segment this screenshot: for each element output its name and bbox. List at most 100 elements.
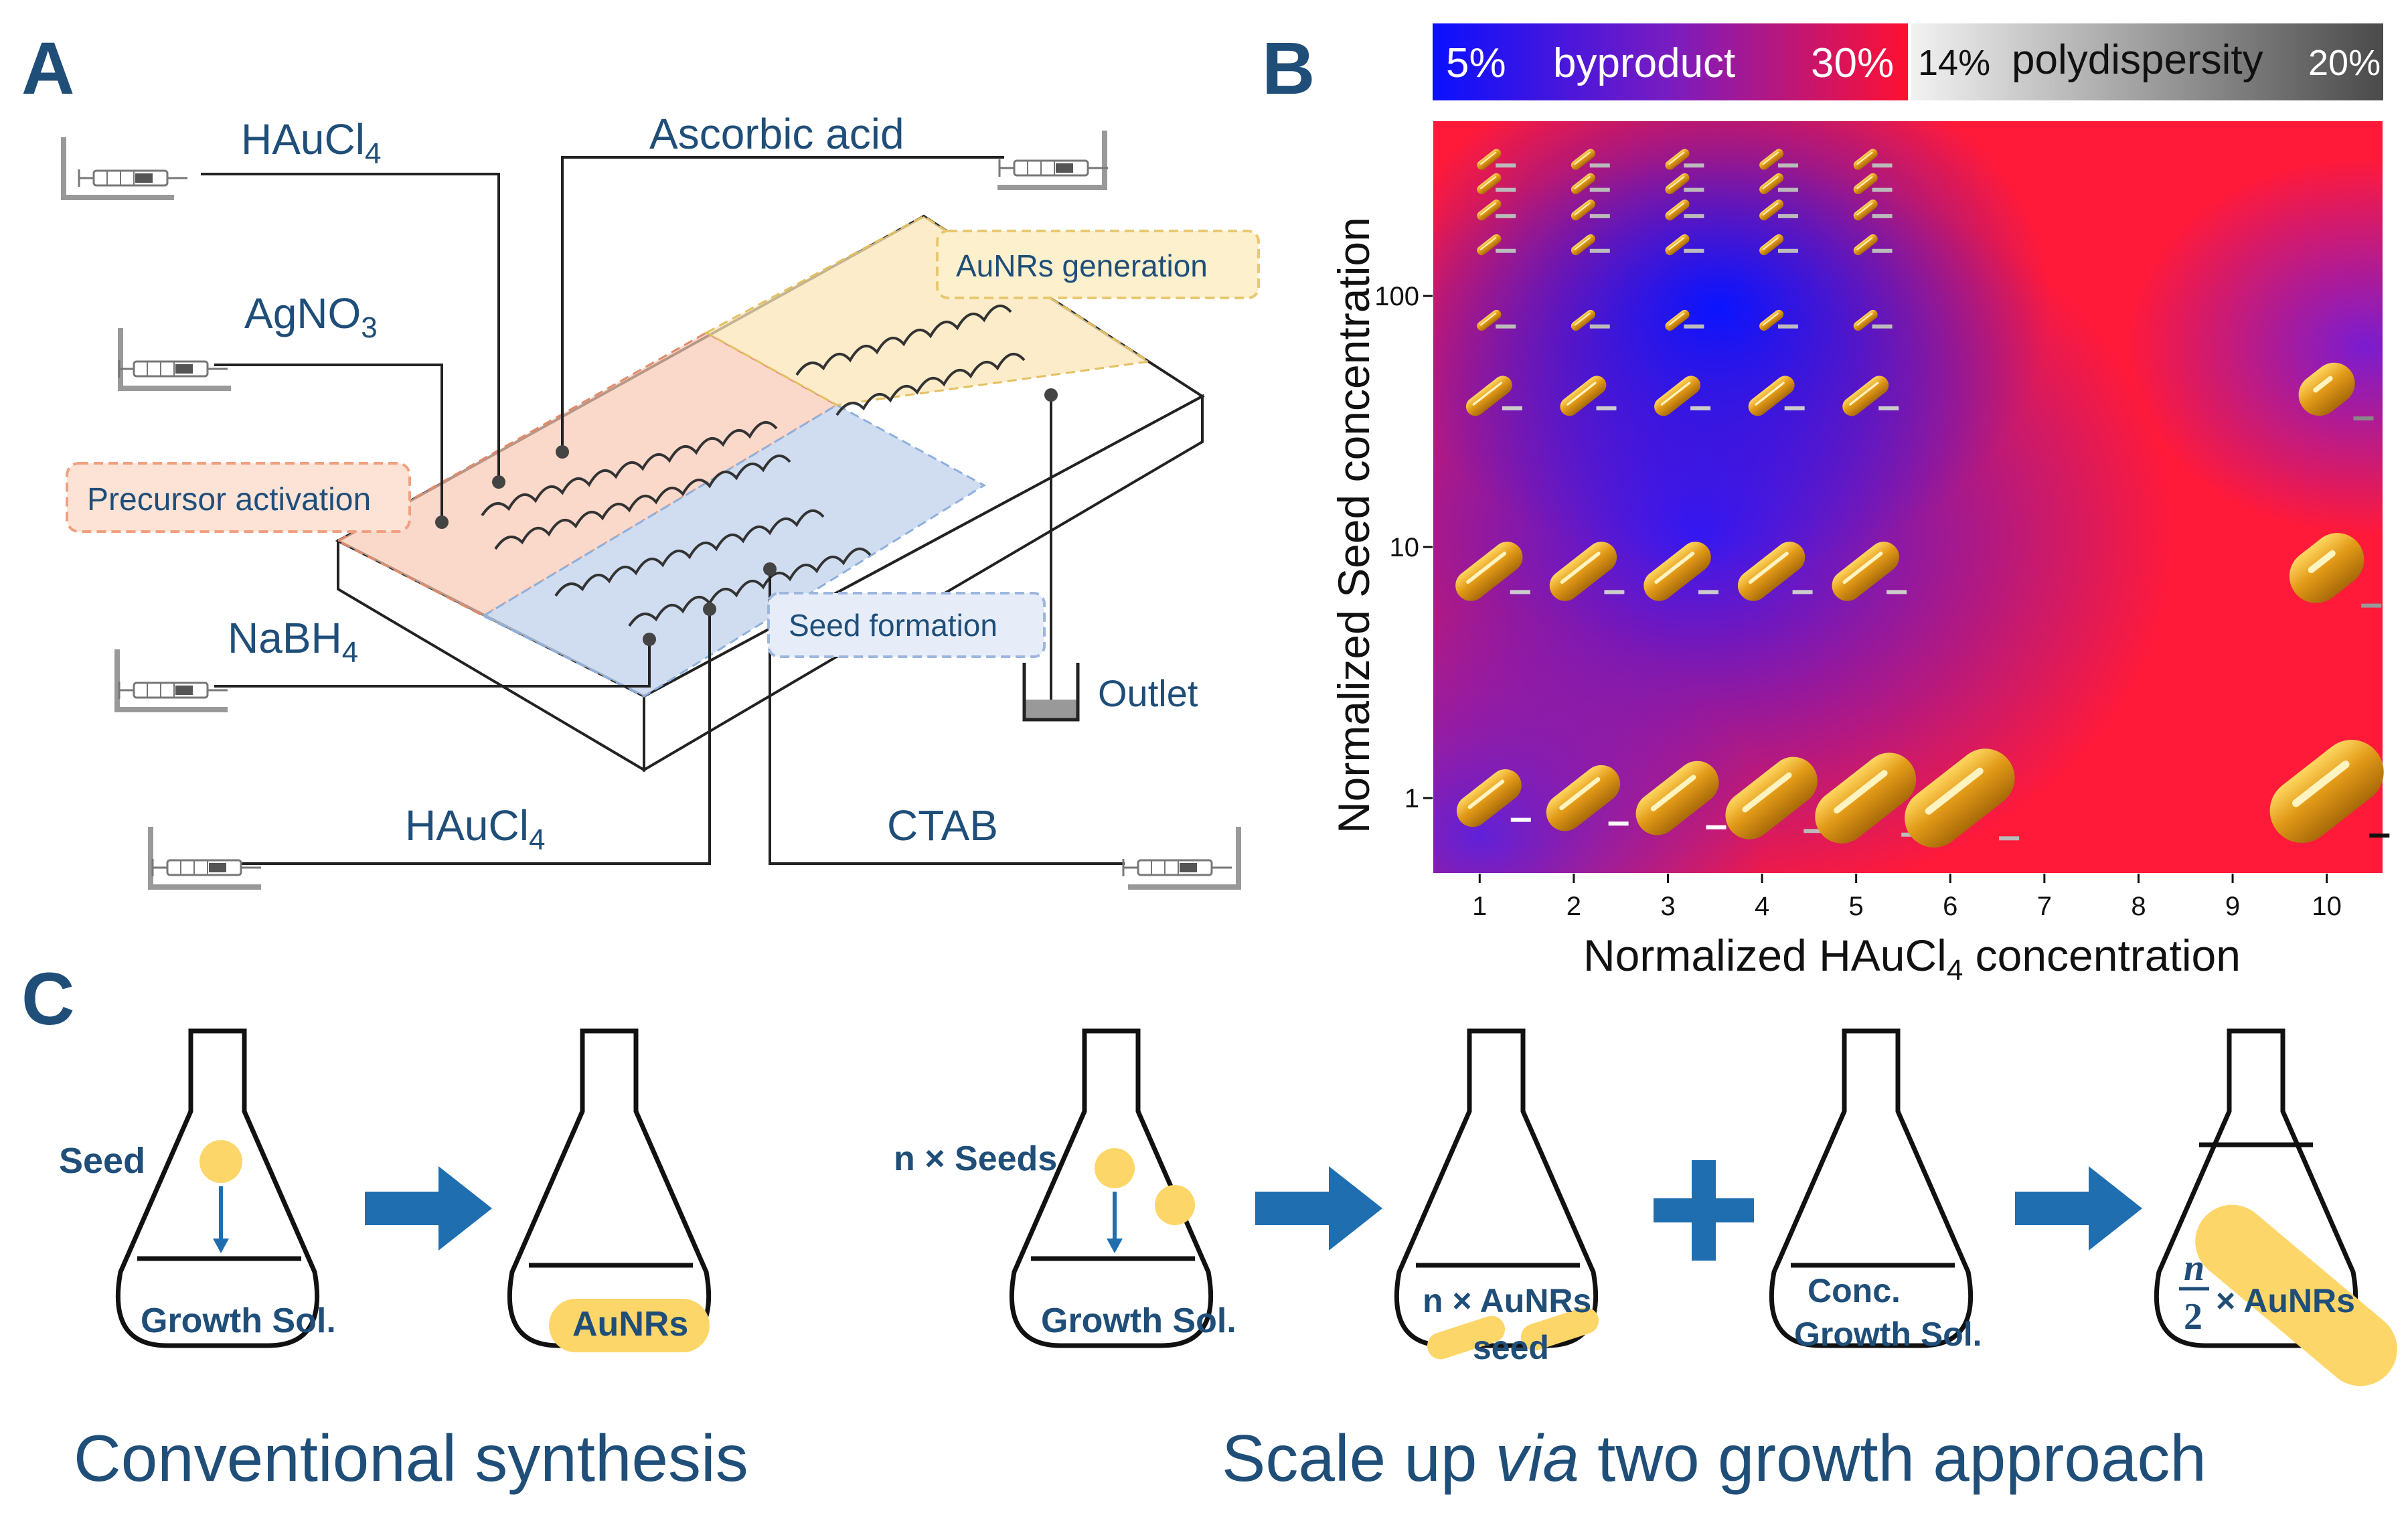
syringe-pump-hauc14-bottom — [148, 827, 262, 890]
nanorod-glyph — [1456, 769, 1531, 827]
nanorod-glyph — [1759, 199, 1798, 221]
nanorod-glyph — [1853, 234, 1893, 256]
tag-seed-formation: Seed formation — [767, 592, 1046, 658]
tag-aunrs-generation: AuNRs generation — [936, 230, 1260, 299]
panel-a-letter: A — [21, 27, 74, 110]
label-aunrs: AuNRs — [572, 1305, 688, 1344]
nanorod-glyph — [1842, 376, 1899, 416]
nanorod-glyph — [2298, 362, 2374, 420]
zone-precursor — [335, 331, 839, 617]
x-tick-label: 3 — [1660, 892, 1675, 921]
flask-seed: Seed Growth Sol. — [59, 1028, 336, 1348]
syringe-pump-agno3 — [118, 328, 231, 391]
nanorod-glyph — [1853, 199, 1893, 221]
syringe-pump-ascorbic — [997, 131, 1109, 190]
nanorod-glyph — [1549, 542, 1625, 601]
flask-n-seeds: n × Seeds Growth Sol. — [894, 1028, 1236, 1348]
poly-label: polydispersity — [2012, 37, 2263, 83]
nanorod-glyph — [1571, 199, 1610, 221]
nanorod-glyph — [1635, 761, 1727, 835]
caption-conventional: Conventional synthesis — [74, 1421, 748, 1495]
label-n-aunrs: n × AuNRs — [1423, 1282, 1591, 1320]
junction-dots — [435, 388, 1058, 646]
nanorod-glyph — [1477, 234, 1516, 256]
label-hauc14-top: HAuCl4 — [241, 115, 381, 170]
x-axis-label: Normalized HAuCl4 concentration — [1583, 931, 2241, 987]
nanorod-glyph — [1737, 542, 1813, 601]
nanorod-glyph — [1560, 376, 1617, 416]
label-ctab: CTAB — [887, 801, 998, 850]
nanorod-glyph — [1759, 234, 1798, 256]
serpentine-channel-aunrs — [795, 304, 1026, 416]
serpentine-channel-seed — [554, 509, 872, 627]
byproduct-low: 5% — [1446, 40, 1506, 86]
nanorod-glyph — [1853, 309, 1893, 331]
svg-text:Seed formation: Seed formation — [789, 608, 997, 643]
nanorod-glyph — [1759, 309, 1798, 331]
nanorod-markers — [1455, 149, 2390, 848]
nanorod-glyph — [1571, 149, 1610, 170]
nanorod-glyph — [1465, 376, 1522, 416]
nanorod-glyph — [1477, 309, 1516, 331]
nanorod-glyph — [1477, 149, 1516, 170]
serpentine-channel-precursor — [481, 420, 791, 550]
heatmap-area — [1432, 120, 2384, 874]
label-n-seeds: n × Seeds — [894, 1139, 1057, 1178]
nanorod-glyph — [1546, 765, 1629, 831]
nanorod-glyph — [1571, 234, 1610, 256]
arrow-right-2 — [1255, 1166, 1382, 1251]
nanorod-glyph — [1759, 149, 1798, 170]
x-tick-label: 1 — [1472, 892, 1487, 921]
svg-text:AuNRs generation: AuNRs generation — [956, 248, 1208, 283]
panel-c: C Seed Growth Sol. AuNRs n × Seeds Growt… — [21, 958, 2397, 1495]
flask-conc-growth: Conc. Growth Sol. — [1769, 1028, 1982, 1353]
tubing — [201, 156, 1125, 865]
label-agno3: AgNO3 — [244, 289, 378, 344]
syringe-pump-ctab — [1122, 827, 1241, 890]
label-seed: Seed — [59, 1141, 145, 1181]
x-tick-label: 10 — [2312, 892, 2342, 921]
poly-high: 20% — [2308, 43, 2381, 83]
nanorod-glyph — [2269, 740, 2390, 844]
arrow-right-1 — [365, 1166, 492, 1251]
chip-right-face — [643, 394, 1204, 773]
y-axis-label: Normalized Seed concentration — [1329, 217, 1378, 833]
label-n-numerator: n — [2184, 1247, 2204, 1289]
nanorod-glyph — [1643, 542, 1718, 601]
caption-scale-up: Scale up via two growth approach — [1222, 1421, 2206, 1495]
syringe-pump-nabh4 — [114, 649, 229, 712]
x-tick-label: 8 — [2131, 892, 2146, 921]
x-tick-label: 5 — [1849, 892, 1864, 921]
outlet-beaker — [1022, 663, 1080, 722]
label-hauc14-bottom: HAuCl4 — [405, 801, 545, 856]
nanorod-glyph — [2289, 533, 2382, 608]
label-conc: Conc. — [1808, 1272, 1901, 1309]
nanorod-glyph — [1665, 309, 1704, 331]
panel-b-letter: B — [1262, 27, 1315, 110]
label-growth-sol-1: Growth Sol. — [141, 1301, 336, 1340]
poly-low: 14% — [1918, 43, 1990, 83]
nanorod-glyph — [1477, 199, 1516, 221]
panel-b: B 5% byproduct 30% 14% polydispersity 20… — [1262, 23, 2390, 987]
x-tick-label: 2 — [1567, 892, 1581, 921]
nanorod-glyph — [1654, 376, 1711, 416]
label-seed-word: seed — [1473, 1329, 1549, 1366]
nanorod-glyph — [1455, 542, 1530, 601]
plus-icon — [1654, 1160, 1754, 1261]
label-conc-growth-sol: Growth Sol. — [1794, 1315, 1982, 1353]
flask-final-aunrs: n 2 × AuNRs — [2154, 1028, 2397, 1386]
x-tick-label: 7 — [2037, 892, 2052, 921]
syringe-pump-hauc14-top — [61, 137, 189, 200]
nanorod-glyph — [1665, 234, 1704, 256]
label-ascorbic-acid: Ascorbic acid — [649, 110, 904, 158]
nanorod-glyph — [1853, 149, 1893, 170]
panel-a: A — [21, 27, 1260, 890]
x-tick-label: 6 — [1943, 892, 1957, 921]
zone-aunrs — [704, 215, 1152, 406]
label-growth-sol-2: Growth Sol. — [1041, 1301, 1236, 1340]
nanorod-glyph — [1832, 542, 1907, 601]
y-tick-label: 10 — [1390, 533, 1420, 562]
